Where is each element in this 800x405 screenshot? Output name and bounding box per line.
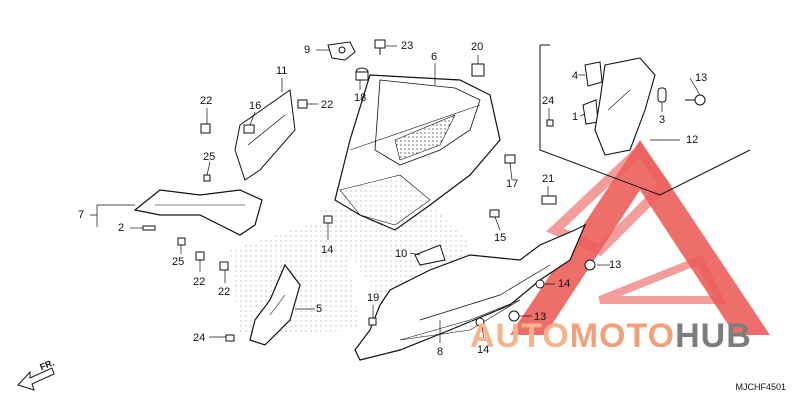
part-1-panel	[582, 99, 599, 125]
callout-label: 18	[354, 92, 367, 104]
callout-label: 4	[572, 70, 579, 82]
callout-label: 6	[431, 51, 438, 63]
dotted-area-left	[230, 215, 360, 335]
bolt-22-low-a	[195, 251, 205, 261]
callout-label: 2	[118, 222, 125, 234]
callout-label: 10	[395, 248, 408, 260]
inset-cover	[594, 57, 656, 156]
callout-label: 1	[572, 111, 579, 123]
bolt-13-top	[685, 94, 706, 106]
callout-label: 22	[193, 276, 206, 288]
callout-label: 24	[193, 332, 206, 344]
bolt-19	[368, 317, 377, 326]
callout-label: 14	[558, 278, 571, 290]
callout-label: 8	[437, 346, 444, 358]
part-4-panel	[584, 61, 603, 87]
bolt-24-bottom	[225, 334, 235, 342]
bolt-15	[489, 209, 500, 218]
bolt-23	[374, 39, 386, 55]
watermark-moto: MOTO	[569, 317, 676, 355]
callout-label: 25	[172, 256, 185, 268]
callout-label: 11	[276, 65, 288, 77]
callout-label: 22	[321, 99, 334, 111]
part-2-clip	[142, 225, 156, 231]
part-5-lower-panel	[249, 263, 301, 346]
bolt-25-low	[177, 237, 186, 246]
part-21-clip	[541, 195, 557, 205]
bolt-17	[504, 154, 516, 164]
part-3-clip	[657, 87, 667, 103]
callout-label: 3	[659, 114, 666, 126]
part-upper-cowl	[334, 74, 501, 231]
callout-label: 21	[542, 173, 555, 185]
bolt-14-mid	[535, 279, 545, 289]
callout-label: 13	[695, 72, 708, 84]
leader-lines	[90, 45, 701, 343]
bolt-22-top-left	[200, 123, 211, 134]
bracket-10	[414, 244, 446, 266]
part-9-bracket	[327, 41, 356, 61]
bolt-13-mid	[584, 259, 596, 271]
callout-label: 20	[471, 41, 484, 53]
bolt-14-center	[323, 215, 333, 224]
callout-label: 23	[401, 40, 414, 52]
watermark-hub: HUB	[675, 317, 752, 355]
callout-label: 17	[506, 178, 519, 190]
bolt-14-low	[475, 317, 485, 327]
callout-label: 13	[609, 259, 622, 271]
bolt-24-inset	[546, 119, 554, 127]
inset-box	[539, 45, 751, 196]
callout-label: 12	[686, 134, 699, 146]
clip-20	[471, 63, 485, 77]
callout-label: 13	[534, 311, 547, 323]
callout-label: 22	[200, 95, 213, 107]
front-direction-arrow-icon	[17, 367, 55, 391]
part-7-side-panel	[133, 189, 263, 236]
callout-label: 9	[304, 44, 311, 56]
bolt-22-low-b	[219, 261, 229, 271]
watermark-auto: AUTO	[470, 317, 570, 355]
part-11-bracket	[234, 89, 296, 181]
callout-label: 5	[316, 303, 323, 315]
watermark-triangle	[510, 140, 770, 335]
bolt-16	[243, 124, 255, 134]
callout-label: 7	[78, 209, 85, 221]
callout-label: 14	[321, 244, 334, 256]
callout-label: 24	[542, 95, 555, 107]
callout-label: 16	[249, 100, 262, 112]
callout-label: 22	[218, 286, 231, 298]
callout-label: 15	[494, 232, 507, 244]
callout-label: 19	[367, 292, 380, 304]
callout-label: 25	[203, 151, 216, 163]
bolt-22-top	[297, 99, 308, 109]
bolt-25-top	[203, 174, 211, 182]
grommet-18	[355, 67, 369, 81]
diagram-code: MJCHF4501	[735, 382, 786, 392]
watermark-logo: AUTOMOTOHUB	[470, 318, 752, 358]
callout-label: 14	[477, 344, 490, 356]
